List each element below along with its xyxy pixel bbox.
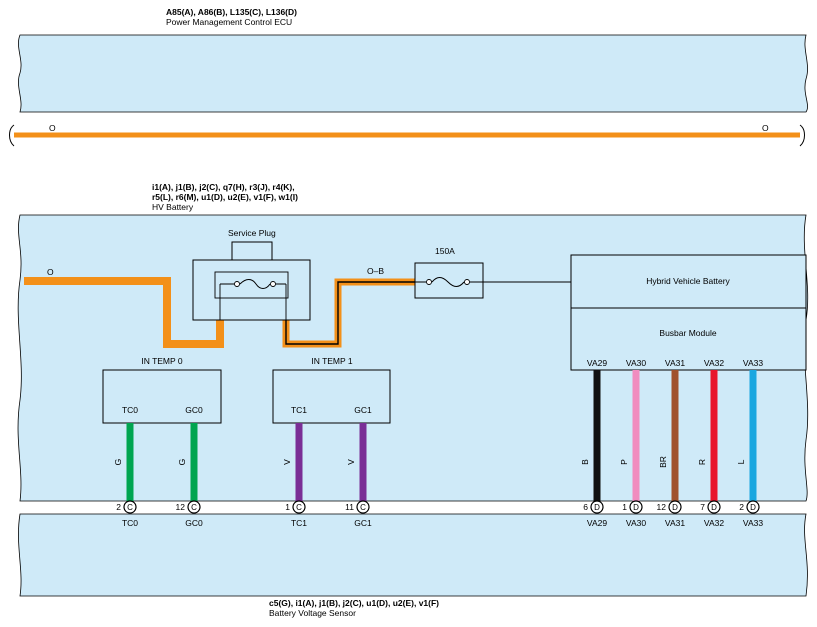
va31-pin-number: 12: [657, 502, 667, 512]
va30-connector: [629, 500, 643, 514]
va33-bottom-label: VA33: [743, 518, 763, 528]
service-plug-handle: [231, 241, 273, 261]
gc0-pin-number: 12: [176, 502, 186, 512]
busbar-label: Busbar Module: [659, 328, 716, 338]
va29-connector: [590, 500, 604, 514]
in-temp0-box: [102, 369, 222, 424]
va33-connector: [746, 500, 760, 514]
hv-battery-codes-line2: r5(L), r6(M), u1(D), u2(E), v1(F), w1(I): [152, 192, 298, 202]
hv-battery-codes-line1: i1(A), j1(B), j2(C), q7(H), r3(J), r4(K)…: [152, 182, 295, 192]
hybrid-battery-label: Hybrid Vehicle Battery: [646, 276, 730, 286]
gc1-pin-number: 11: [345, 502, 354, 512]
tc1-connector-letter: C: [296, 503, 302, 512]
va29-connector-letter: D: [594, 503, 600, 512]
in-temp0-label: IN TEMP 0: [141, 356, 183, 366]
sensor-wires: TC0GC2TC0GC0GC12GC0TC1VC1TC1GC1VC11GC1VA…: [113, 358, 763, 528]
ecu-name: Power Management Control ECU: [166, 17, 293, 27]
va29-bottom-label: VA29: [587, 518, 607, 528]
ecu-panel: [18, 34, 808, 113]
in-temp1-box: [272, 369, 391, 424]
fuse-150a-icon: [415, 277, 483, 287]
voltage-sensor-header: c5(G), i1(A), j1(B), j2(C), u1(D), u2(E)…: [269, 598, 439, 618]
gc0-connector-letter: C: [191, 503, 197, 512]
right-break-mark: [799, 124, 805, 147]
gc1-top-label: GC1: [354, 405, 372, 415]
va30-pin-number: 1: [622, 502, 627, 512]
va30-bottom-label: VA30: [626, 518, 646, 528]
tc1-pin-number: 1: [285, 502, 290, 512]
fuse-150a-box: [414, 262, 484, 299]
gc0-top-label: GC0: [185, 405, 203, 415]
tc1-bottom-label: TC1: [291, 518, 307, 528]
bus-right-label: O: [762, 123, 769, 133]
tc1-color-code: V: [282, 459, 292, 465]
hv-battery-name: HV Battery: [152, 202, 194, 212]
hybrid-vehicle-battery: [570, 254, 807, 309]
va31-top-label: VA31: [665, 358, 685, 368]
tc0-connector: [123, 500, 137, 514]
gc1-color-code: V: [346, 459, 356, 465]
voltage-sensor-panel: [18, 513, 808, 597]
tc0-pin-number: 2: [116, 502, 121, 512]
wire-o-label: O: [47, 267, 54, 277]
tc0-top-label: TC0: [122, 405, 138, 415]
tc0-bottom-label: TC0: [122, 518, 138, 528]
tc0-connector-letter: C: [127, 503, 133, 512]
fuse-label: 150A: [435, 246, 455, 256]
va33-top-label: VA33: [743, 358, 763, 368]
va33-connector-letter: D: [750, 503, 756, 512]
va32-color-code: R: [697, 459, 707, 465]
gc0-connector: [187, 500, 201, 514]
va30-connector-letter: D: [633, 503, 639, 512]
tc0-color-code: G: [113, 459, 123, 466]
va30-top-label: VA30: [626, 358, 646, 368]
plug-fuse-node-right: [270, 281, 276, 287]
va31-color-code: BR: [658, 456, 668, 468]
tc1-top-label: TC1: [291, 405, 307, 415]
service-plug-inner: [214, 271, 289, 299]
ecu-header: A85(A), A86(B), L135(C), L136(D) Power M…: [166, 7, 297, 27]
va29-color-code: B: [580, 459, 590, 465]
va30-color-code: P: [619, 459, 629, 465]
va31-connector-letter: D: [672, 503, 678, 512]
ob-wire-label: O–B: [367, 266, 384, 276]
plug-fuse-node-left: [234, 281, 240, 287]
va31-connector: [668, 500, 682, 514]
va31-bottom-label: VA31: [665, 518, 685, 528]
fuse-node-left: [426, 279, 432, 285]
gc0-bottom-label: GC0: [185, 518, 203, 528]
in-temp1-label: IN TEMP 1: [311, 356, 353, 366]
hv-battery-header: i1(A), j1(B), j2(C), q7(H), r3(J), r4(K)…: [152, 182, 298, 212]
gc0-color-code: G: [177, 459, 187, 466]
ecu-connector-codes: A85(A), A86(B), L135(C), L136(D): [166, 7, 297, 17]
service-plug-label: Service Plug: [228, 228, 276, 238]
orange-wire-o: [24, 277, 224, 348]
left-break-mark: [9, 124, 15, 147]
gc1-connector: [356, 500, 370, 514]
va32-bottom-label: VA32: [704, 518, 724, 528]
fuse-node-right: [464, 279, 470, 285]
service-plug-body: [192, 259, 311, 321]
gc1-bottom-label: GC1: [354, 518, 372, 528]
va32-connector-letter: D: [711, 503, 717, 512]
ob-wire-stripe: [285, 281, 415, 345]
va33-pin-number: 2: [739, 502, 744, 512]
va32-top-label: VA32: [704, 358, 724, 368]
va33-color-code: L: [736, 459, 746, 464]
voltage-sensor-name: Battery Voltage Sensor: [269, 608, 356, 618]
busbar-module: [570, 307, 807, 371]
va29-pin-number: 6: [583, 502, 588, 512]
va32-pin-number: 7: [700, 502, 705, 512]
service-plug-fuse-icon: [220, 279, 286, 289]
gc1-connector-letter: C: [360, 503, 366, 512]
voltage-sensor-codes: c5(G), i1(A), j1(B), j2(C), u1(D), u2(E)…: [269, 598, 440, 608]
va29-top-label: VA29: [587, 358, 607, 368]
tc1-connector: [292, 500, 306, 514]
va32-connector: [707, 500, 721, 514]
bus-left-label: O: [49, 123, 56, 133]
